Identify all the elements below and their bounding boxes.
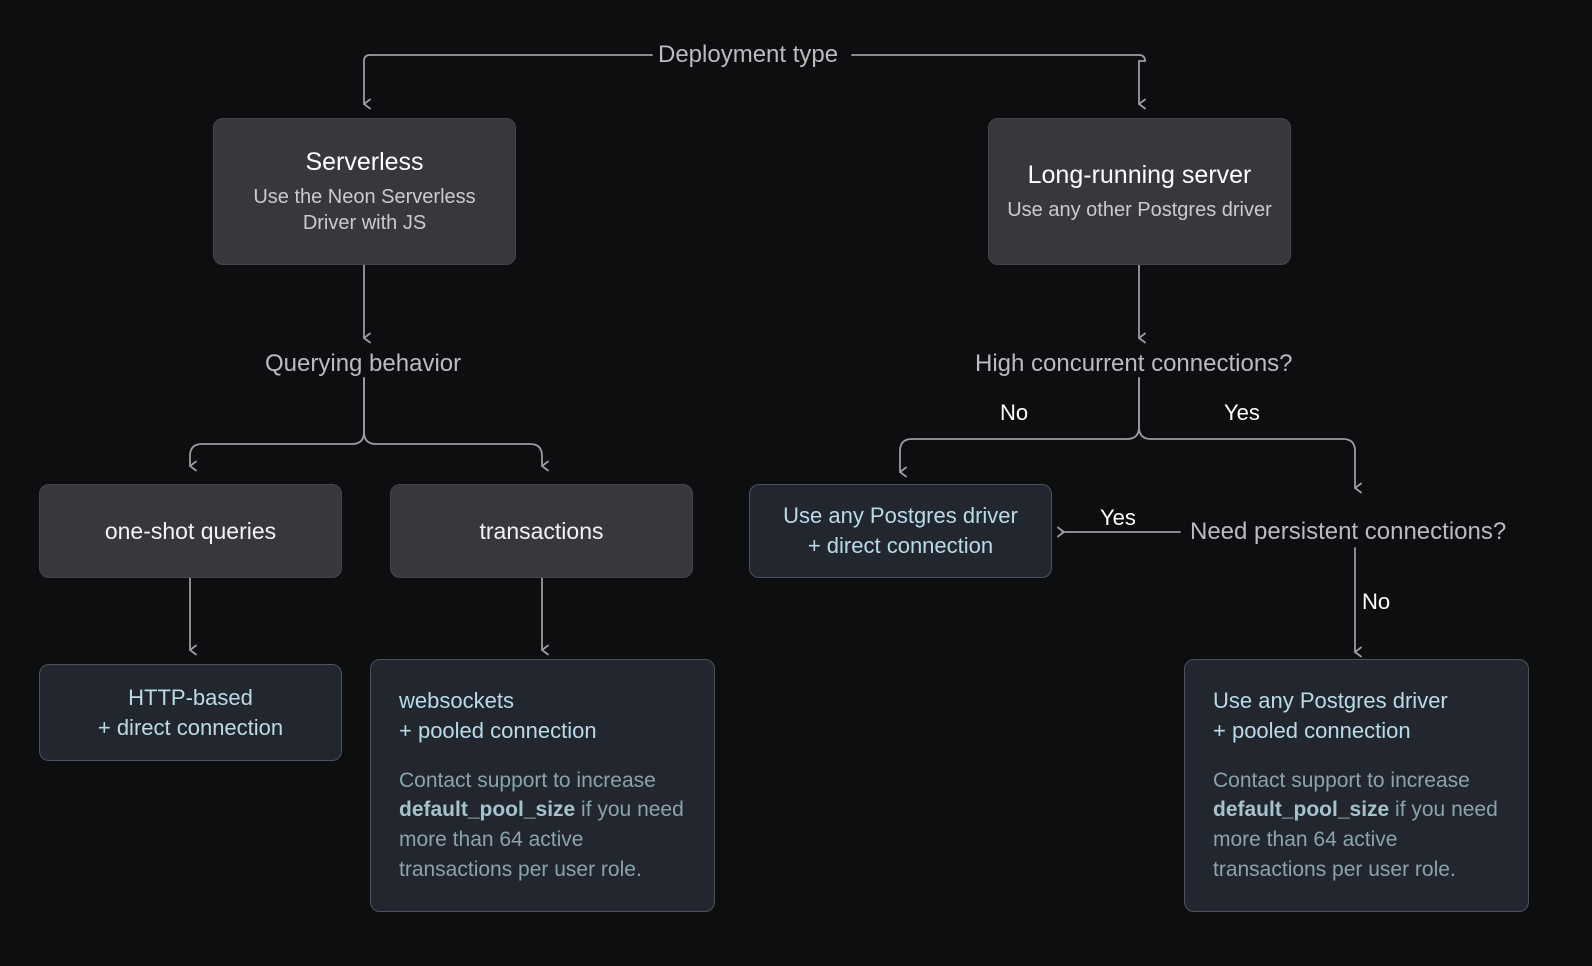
label-high-concurrent-connections: High concurrent connections? — [975, 350, 1293, 377]
label-need-persistent-connections: Need persistent connections? — [1190, 518, 1507, 545]
node-serverless-title: Serverless — [305, 148, 424, 177]
node-driver-pooled-note-code: default_pool_size — [1213, 798, 1390, 822]
node-long-running-subtitle: Use any other Postgres driver — [1007, 198, 1272, 221]
node-websockets-pooled-note-after: if you need more than 64 active transact… — [399, 798, 684, 881]
node-websockets-pooled-line2: + pooled connection — [399, 717, 597, 743]
edge-label-concurrent-no: No — [1000, 400, 1029, 425]
node-driver-pooled-note-after: if you need more than 64 active transact… — [1213, 798, 1498, 881]
node-websockets-pooled-note-code: default_pool_size — [399, 798, 576, 822]
node-long-running-server[interactable]: Long-running server Use any other Postgr… — [988, 118, 1291, 265]
edge-label-persistent-yes: Yes — [1100, 505, 1136, 530]
node-driver-pooled-head: Use any Postgres driver + pooled connect… — [1213, 686, 1500, 745]
node-driver-pooled-line2: + pooled connection — [1213, 717, 1411, 743]
node-driver-direct-text: Use any Postgres driver + direct connect… — [783, 501, 1018, 560]
edge-label-persistent-no: No — [1362, 589, 1391, 614]
edge-label-concurrent-yes: Yes — [1224, 400, 1260, 425]
node-http-direct-line1: HTTP-based — [128, 684, 253, 710]
node-http-direct-connection[interactable]: HTTP-based + direct connection — [39, 664, 342, 761]
root-label: Deployment type — [658, 41, 839, 68]
node-http-direct-text: HTTP-based + direct connection — [98, 683, 283, 742]
node-serverless[interactable]: Serverless Use the Neon Serverless Drive… — [213, 118, 516, 265]
label-querying-behavior: Querying behavior — [265, 350, 462, 377]
node-websockets-pooled[interactable]: websockets + pooled connection Contact s… — [370, 659, 715, 912]
node-websockets-pooled-note-before: Contact support to increase — [399, 768, 656, 792]
node-websockets-pooled-line1: websockets — [399, 688, 514, 714]
node-driver-pooled[interactable]: Use any Postgres driver + pooled connect… — [1184, 659, 1529, 912]
node-driver-pooled-note-before: Contact support to increase — [1213, 768, 1470, 792]
node-driver-direct-connection[interactable]: Use any Postgres driver + direct connect… — [749, 484, 1052, 578]
node-long-running-title: Long-running server — [1027, 161, 1252, 190]
node-serverless-subtitle: Use the Neon Serverless Driver with JS — [253, 185, 476, 234]
node-driver-pooled-note: Contact support to increase default_pool… — [1213, 766, 1500, 885]
node-websockets-pooled-head: websockets + pooled connection — [399, 686, 686, 745]
node-driver-direct-line1: Use any Postgres driver — [783, 503, 1018, 529]
node-one-shot-queries-label: one-shot queries — [104, 517, 277, 544]
node-transactions-label: transactions — [479, 517, 604, 544]
node-http-direct-line2: + direct connection — [97, 714, 284, 740]
node-driver-direct-line2: + direct connection — [807, 533, 994, 558]
node-driver-pooled-line1: Use any Postgres driver — [1213, 688, 1448, 714]
node-transactions[interactable]: transactions — [390, 484, 693, 578]
node-one-shot-queries[interactable]: one-shot queries — [39, 484, 342, 578]
node-websockets-pooled-note: Contact support to increase default_pool… — [399, 766, 686, 885]
